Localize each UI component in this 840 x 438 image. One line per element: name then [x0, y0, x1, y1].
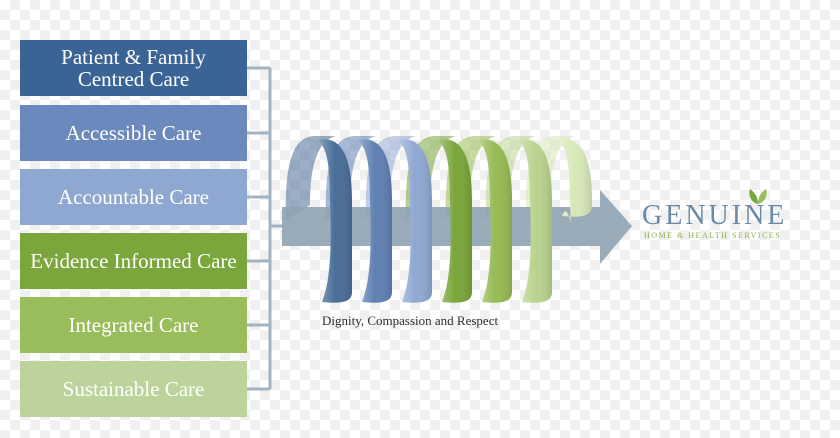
spiral-coil	[518, 139, 552, 303]
care-box-accessible: Accessible Care	[20, 105, 247, 161]
care-label: Sustainable Care	[62, 377, 205, 401]
spiral-coil	[478, 139, 512, 303]
care-label: Evidence Informed Care	[30, 249, 237, 273]
spiral-coil-back	[285, 136, 336, 220]
care-label: Patient & Family Centred Care	[61, 45, 206, 91]
spiral-coil	[558, 139, 592, 222]
spiral-coil	[318, 139, 352, 303]
leaf-icon	[749, 189, 767, 204]
care-box-evidence-informed: Evidence Informed Care	[20, 233, 247, 289]
care-box-integrated: Integrated Care	[20, 297, 247, 353]
tagline: Dignity, Compassion and Respect	[322, 313, 499, 328]
care-label: Integrated Care	[68, 313, 199, 337]
care-box-patient-family: Patient & Family Centred Care	[20, 40, 247, 96]
logo-wordmark: GENUINE	[642, 200, 788, 231]
care-label: Accessible Care	[65, 121, 202, 145]
genuine-logo: GENUINE HOME & HEALTH SERVICES	[640, 186, 830, 246]
logo-subtitle: HOME & HEALTH SERVICES	[644, 231, 782, 240]
spiral-coil	[358, 139, 392, 303]
care-label: Accountable Care	[57, 185, 209, 209]
spiral-coil	[398, 139, 432, 303]
care-box-accountable: Accountable Care	[20, 169, 247, 225]
spiral-coil	[438, 139, 472, 303]
care-box-sustainable: Sustainable Care	[20, 361, 247, 417]
